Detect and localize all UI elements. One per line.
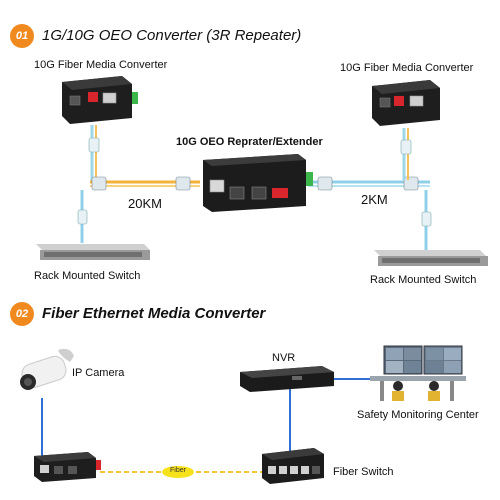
left-media-converter <box>62 76 138 124</box>
left-vertical-fiber <box>89 125 99 182</box>
section2-title: Fiber Ethernet Media Converter <box>42 305 265 322</box>
right-rack-switch <box>374 250 488 266</box>
monitoring-center-label: Safety Monitoring Center <box>357 409 479 421</box>
bottom-media-converter <box>34 452 101 482</box>
right-horizontal-fiber <box>308 177 430 190</box>
left-rack-switch <box>36 244 150 260</box>
nvr-label: NVR <box>272 352 295 364</box>
ip-camera <box>19 349 74 390</box>
oeo-extender-device <box>203 154 313 212</box>
right-media-converter <box>372 80 440 126</box>
section2-number-badge: 02 <box>10 302 34 326</box>
fiber-switch-device <box>262 448 324 484</box>
ip-camera-label: IP Camera <box>72 367 124 379</box>
fiber-switch-label: Fiber Switch <box>333 466 394 478</box>
left-switch-fiber <box>78 190 87 243</box>
right-dip-switch <box>394 96 404 106</box>
fiber-tag-label: Fiber <box>170 467 186 474</box>
right-vertical-fiber <box>401 128 411 180</box>
right-switch-fiber <box>422 190 431 250</box>
left-horizontal-fiber <box>90 177 200 190</box>
left-power-terminal <box>132 92 138 104</box>
monitoring-center <box>370 346 466 401</box>
nvr-device <box>240 366 334 392</box>
left-dip-switch <box>88 92 98 102</box>
